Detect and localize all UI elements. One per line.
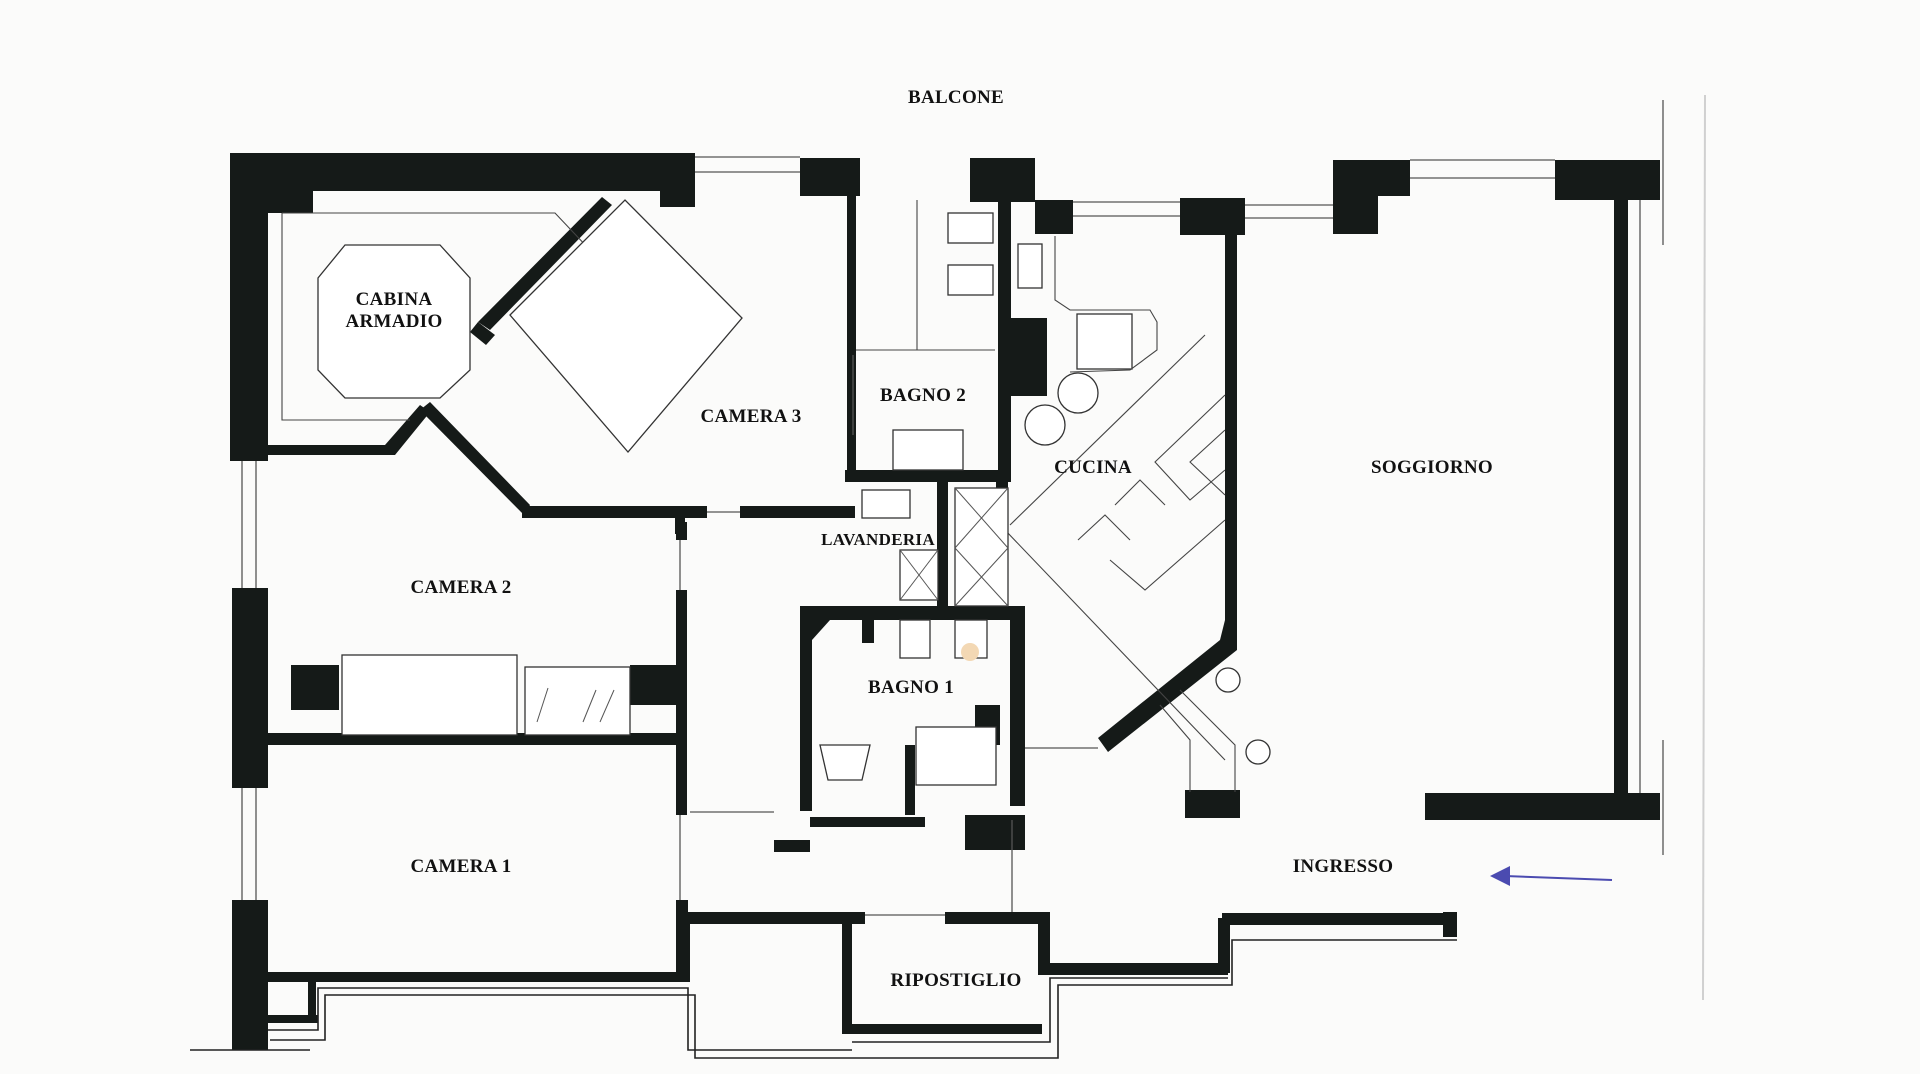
entrance-arrow-icon bbox=[1490, 866, 1613, 886]
furniture bbox=[281, 199, 1271, 792]
room-camera-3: CAMERA 3 bbox=[700, 406, 802, 428]
room-cabina-armadio-line1: CABINA bbox=[355, 289, 433, 311]
room-lavanderia: LAVANDERIA bbox=[821, 530, 935, 550]
room-bagno-2: BAGNO 2 bbox=[879, 385, 967, 407]
room-bagno-1: BAGNO 1 bbox=[867, 677, 955, 699]
label-balcone: BALCONE bbox=[907, 87, 1005, 109]
page-edge bbox=[1702, 94, 1706, 1001]
outer-trim-lines bbox=[190, 939, 1457, 1059]
room-soggiorno: SOGGIORNO bbox=[1371, 457, 1493, 479]
room-ripostiglio: RIPOSTIGLIO bbox=[890, 970, 1022, 992]
walls bbox=[230, 153, 1660, 1050]
room-camera-1: CAMERA 1 bbox=[410, 856, 512, 878]
room-cabina-armadio: CABINA ARMADIO bbox=[345, 289, 442, 333]
room-camera-2: CAMERA 2 bbox=[410, 577, 512, 599]
room-ingresso: INGRESSO bbox=[1292, 856, 1394, 878]
room-cabina-armadio-line2: ARMADIO bbox=[345, 311, 443, 332]
room-cucina: CUCINA bbox=[1054, 457, 1132, 479]
windows bbox=[241, 100, 1664, 916]
